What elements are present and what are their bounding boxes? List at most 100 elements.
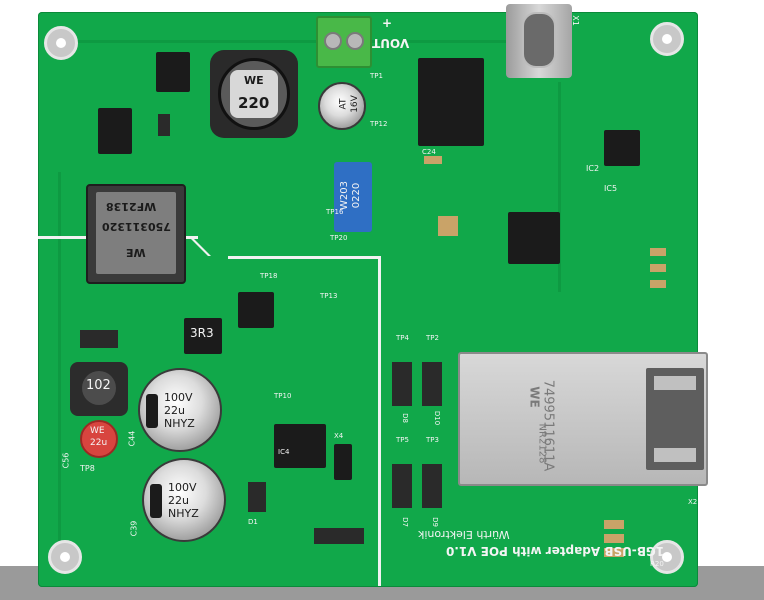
terminal-block: [316, 16, 372, 68]
smd-capacitor: [604, 520, 624, 529]
isolation-line: [188, 236, 211, 256]
smd-capacitor: [650, 280, 666, 288]
mounting-hole: [48, 540, 82, 574]
ref-ic2: IC2: [586, 164, 600, 173]
ref-r20: R20: [650, 560, 664, 568]
ref-d8: D8: [400, 413, 409, 423]
black-module: [418, 58, 484, 146]
ref-d9: D9: [430, 517, 439, 527]
diode: [392, 464, 412, 508]
ref-tp3: TP3: [426, 436, 439, 444]
controller-ic: [508, 212, 560, 264]
diode: [422, 362, 442, 406]
isolation-line: [228, 256, 378, 259]
trimmer-potentiometer: W203 0220: [334, 162, 372, 232]
capacitor-large-1: 100V 22u NHYZ: [138, 368, 222, 452]
transformer-logo: WE: [126, 246, 146, 259]
ref-tp18: TP18: [260, 272, 278, 280]
screw-icon: [346, 32, 364, 50]
rj45-batch: NR2128: [536, 423, 548, 464]
cap1-line2: 22u: [164, 404, 185, 417]
small-coil-marking: 3R3: [190, 326, 214, 340]
ref-tp13: TP13: [320, 292, 338, 300]
inductor-marking: 220: [238, 94, 270, 112]
inductor-small-marking: 102: [86, 378, 111, 393]
diode: [392, 362, 412, 406]
plus-label: +: [382, 16, 393, 30]
cap-red-line1: WE: [90, 426, 105, 436]
cap-red-line2: 22u: [90, 438, 108, 448]
small-ic: [98, 108, 132, 154]
capacitor-red: WE 22u: [80, 420, 118, 458]
smd-part: [158, 114, 170, 136]
transformer-number: 750311320: [102, 220, 171, 233]
trace: [68, 40, 508, 43]
ref-c24: C24: [422, 148, 436, 156]
smd-part: [314, 528, 364, 544]
ref-x4: X4: [334, 432, 344, 440]
small-ic: [156, 52, 190, 92]
ref-x1: X1: [570, 15, 580, 26]
ref-tp1: TP1: [370, 72, 383, 80]
screw-icon: [324, 32, 342, 50]
cap2-line1: 100V: [168, 481, 197, 494]
ref-tp2: TP2: [426, 334, 439, 342]
crystal: [438, 216, 458, 236]
vout-label: VOUT: [372, 36, 410, 50]
transformer-part: WF2138: [106, 200, 157, 213]
ref-tp4: TP4: [396, 334, 409, 342]
smd-capacitor: [604, 534, 624, 543]
ref-d10: D10: [433, 410, 442, 426]
inductor-logo: WE: [244, 74, 264, 87]
ref-tp20: TP20: [330, 234, 348, 242]
smd-capacitor: [604, 548, 624, 557]
ref-c56: C56: [61, 452, 71, 469]
cap-top-line2: 16V: [349, 95, 360, 113]
cap-top-line1: AT: [338, 98, 349, 110]
mounting-hole: [650, 22, 684, 56]
trimmer-marking-2: 0220: [351, 182, 363, 209]
capacitor-top: AT 16V: [318, 82, 366, 130]
driver-ic: [274, 424, 326, 468]
ref-tp8: TP8: [80, 464, 95, 473]
board-title: 1GB-USB Adapter with POE V1.0: [446, 544, 665, 558]
mounting-hole: [44, 26, 78, 60]
cap1-line3: NHYZ: [164, 417, 195, 430]
ref-tp5: TP5: [396, 436, 409, 444]
ref-tp12: TP12: [370, 120, 388, 128]
usb-c-port-icon: [522, 12, 556, 68]
inductor-small: 102: [70, 362, 128, 416]
trimmer-marking: W203: [338, 181, 350, 210]
transformer: WF2138 750311320 WE: [86, 184, 186, 284]
small-ic: [238, 292, 274, 328]
smd-capacitor: [650, 248, 666, 256]
ref-c39: C39: [129, 520, 139, 537]
trace: [58, 172, 61, 552]
ref-c44: C44: [127, 430, 137, 447]
mounting-hole: [650, 540, 684, 574]
ref-tp16: TP16: [326, 208, 344, 216]
rj45-connector: WE 7499511611A NR2128: [458, 352, 708, 486]
smd-part: [248, 482, 266, 512]
ref-ic5: IC5: [604, 184, 618, 193]
small-coil: 3R3: [184, 318, 222, 354]
smd-capacitor: [650, 264, 666, 272]
cap2-line2: 22u: [168, 494, 189, 507]
smd-part: [80, 330, 118, 348]
smd-capacitor: [424, 156, 442, 164]
diode: [422, 464, 442, 508]
cap1-line1: 100V: [164, 391, 193, 404]
usb-c-connector: [506, 4, 572, 78]
capacitor-large-2: 100V 22u NHYZ: [142, 458, 226, 542]
board-maker: Würth Elektronik: [418, 528, 510, 541]
inductor-label-plate: WE 220: [230, 70, 278, 118]
isolation-line: [378, 256, 381, 586]
header-pins: [334, 444, 352, 480]
ref-ic4: IC4: [278, 448, 290, 456]
ref-x2: X2: [688, 498, 698, 506]
ref-d1: D1: [248, 518, 258, 526]
power-inductor: WE 220: [210, 50, 298, 138]
trace: [558, 82, 561, 292]
cap2-line3: NHYZ: [168, 507, 199, 520]
